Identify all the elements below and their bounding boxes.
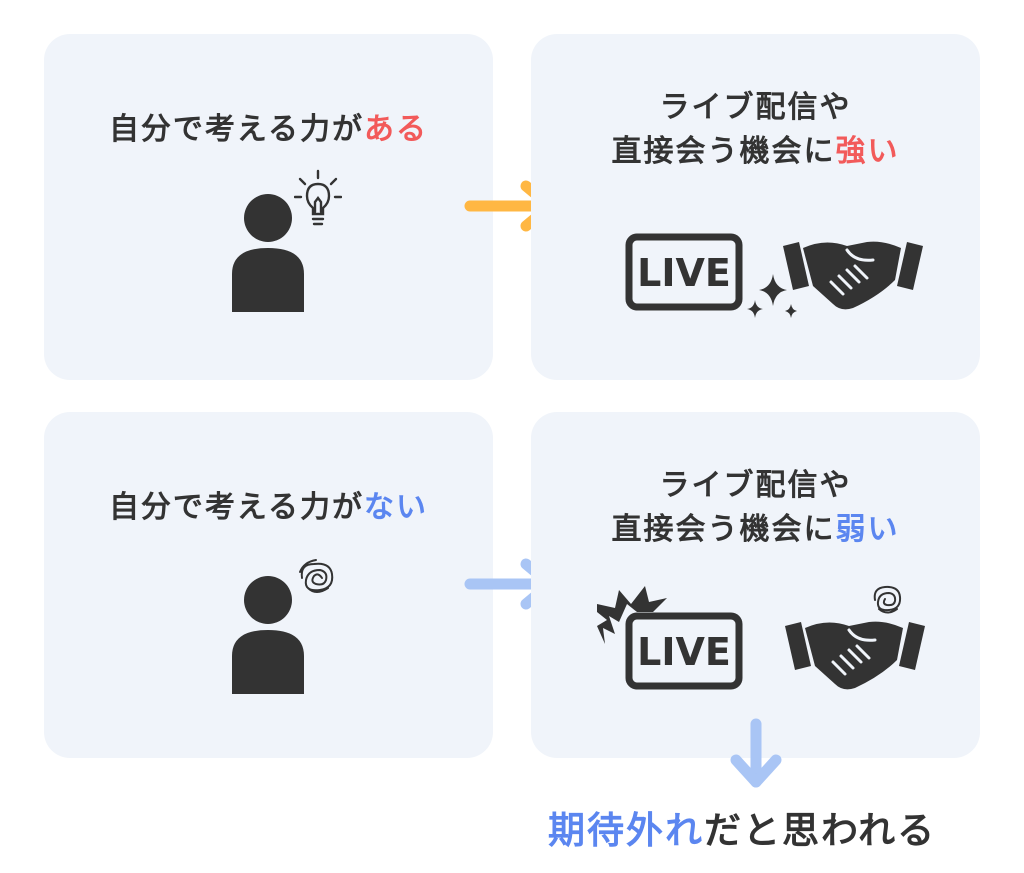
crash-burst-icon bbox=[597, 586, 667, 644]
title-accent: ある bbox=[364, 112, 429, 147]
conclusion-main: だと思われる bbox=[704, 809, 937, 852]
title-text: 自分で考える力が bbox=[108, 490, 365, 525]
card-live-weak: ライブ配信や 直接会う機会に弱い LIVE bbox=[531, 412, 980, 758]
title-text: 自分で考える力が bbox=[108, 112, 365, 147]
sparkle-icon bbox=[747, 274, 797, 318]
title-line-1: ライブ配信や bbox=[659, 468, 852, 503]
lightbulb-icon bbox=[294, 169, 342, 226]
live-badge-icon: LIVE bbox=[625, 233, 743, 311]
title-text: 直接会う機会に bbox=[611, 134, 836, 169]
card-title: ライブ配信や 直接会う機会に強い bbox=[531, 86, 980, 174]
live-label: LIVE bbox=[637, 630, 731, 674]
title-accent: 強い bbox=[835, 134, 900, 169]
card-title: 自分で考える力がある bbox=[44, 108, 493, 152]
arrow-down-icon bbox=[730, 718, 782, 788]
conclusion-accent: 期待外れ bbox=[548, 809, 704, 852]
title-accent: 弱い bbox=[835, 512, 900, 547]
handshake-icon bbox=[783, 241, 923, 310]
conclusion-text: 期待外れだと思われる bbox=[548, 800, 936, 854]
title-text: 直接会う機会に bbox=[611, 512, 836, 547]
scribble-icon bbox=[299, 559, 334, 593]
person-icon bbox=[232, 194, 304, 312]
handshake-icon bbox=[785, 621, 925, 690]
card-title: 自分で考える力がない bbox=[44, 486, 493, 530]
card-think-yes: 自分で考える力がある bbox=[44, 34, 493, 380]
live-label: LIVE bbox=[637, 251, 731, 295]
title-line-2: 直接会う機会に弱い bbox=[531, 508, 980, 552]
card-title: ライブ配信や 直接会う機会に弱い bbox=[531, 464, 980, 552]
card-live-strong: ライブ配信や 直接会う機会に強い LIVE bbox=[531, 34, 980, 380]
title-line-1: ライブ配信や bbox=[659, 90, 852, 125]
live-badge-icon: LIVE bbox=[625, 612, 743, 690]
title-line-2: 直接会う機会に強い bbox=[531, 130, 980, 174]
card-think-no: 自分で考える力がない bbox=[44, 412, 493, 758]
person-icon bbox=[232, 576, 304, 694]
title-accent: ない bbox=[364, 490, 429, 525]
scribble-icon bbox=[873, 585, 902, 614]
